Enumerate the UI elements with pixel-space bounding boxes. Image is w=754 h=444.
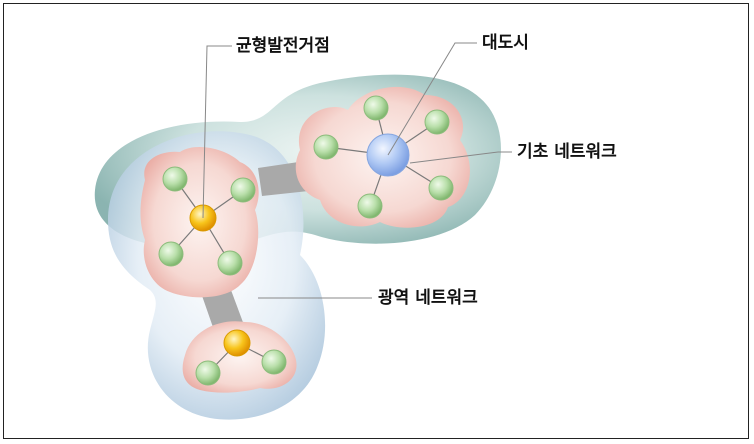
regional-hub-node <box>223 329 251 357</box>
green-node <box>230 177 256 203</box>
green-node <box>158 241 184 267</box>
diagram-frame <box>3 3 749 439</box>
green-node <box>261 349 287 375</box>
green-nodes <box>158 95 454 386</box>
green-node <box>162 166 188 192</box>
green-node <box>424 109 450 135</box>
green-node <box>363 95 389 121</box>
leader-line-metropolis <box>387 42 477 156</box>
green-node <box>357 193 383 219</box>
green-node <box>313 134 339 160</box>
leader-line-balanced-hub <box>202 45 232 219</box>
green-node <box>217 250 243 276</box>
label-base-network: 기초 네트워크 <box>517 142 617 162</box>
leader-lines <box>202 42 512 299</box>
label-regional-network: 광역 네트워크 <box>378 288 478 308</box>
green-node <box>195 360 221 386</box>
label-metropolis: 대도시 <box>482 33 529 53</box>
green-node <box>428 175 454 201</box>
leader-line-base-network <box>409 151 512 164</box>
label-balanced-hub: 균형발전거점 <box>236 36 330 56</box>
